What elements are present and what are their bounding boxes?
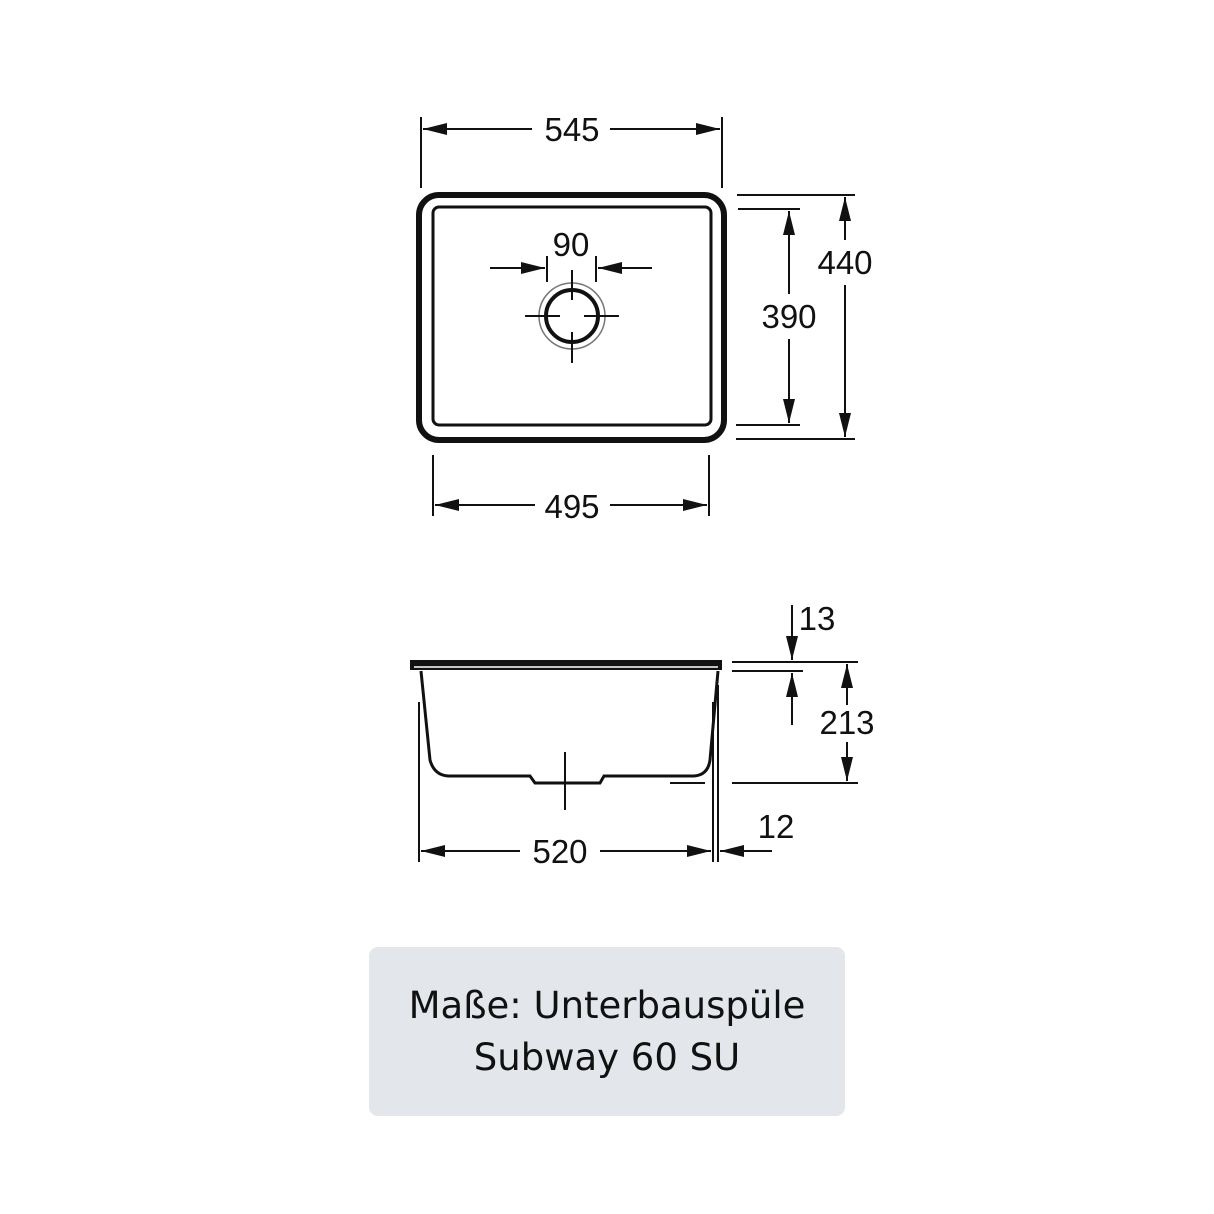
side-view bbox=[410, 605, 858, 862]
top-view-labels: 545 90 495 390 440 bbox=[544, 111, 872, 525]
top-view bbox=[416, 117, 855, 516]
side-view-labels: 13 213 520 12 bbox=[532, 600, 874, 870]
dim-inner-depth: 390 bbox=[761, 298, 816, 335]
dim-outlet-diameter: 90 bbox=[553, 226, 590, 263]
caption-model: Subway 60 SU bbox=[473, 1035, 741, 1079]
dim-rim-thickness: 13 bbox=[799, 600, 836, 637]
dim-inner-width: 495 bbox=[544, 488, 599, 525]
caption-box: Maße: Unterbauspüle Subway 60 SU bbox=[369, 947, 845, 1116]
dim-overhang: 12 bbox=[758, 808, 795, 845]
dim-bowl-width: 520 bbox=[532, 833, 587, 870]
dim-overall-width: 545 bbox=[544, 111, 599, 148]
dim-overall-depth: 440 bbox=[817, 244, 872, 281]
caption-title: Maße: Unterbauspüle bbox=[408, 983, 806, 1027]
dim-height: 213 bbox=[819, 704, 874, 741]
